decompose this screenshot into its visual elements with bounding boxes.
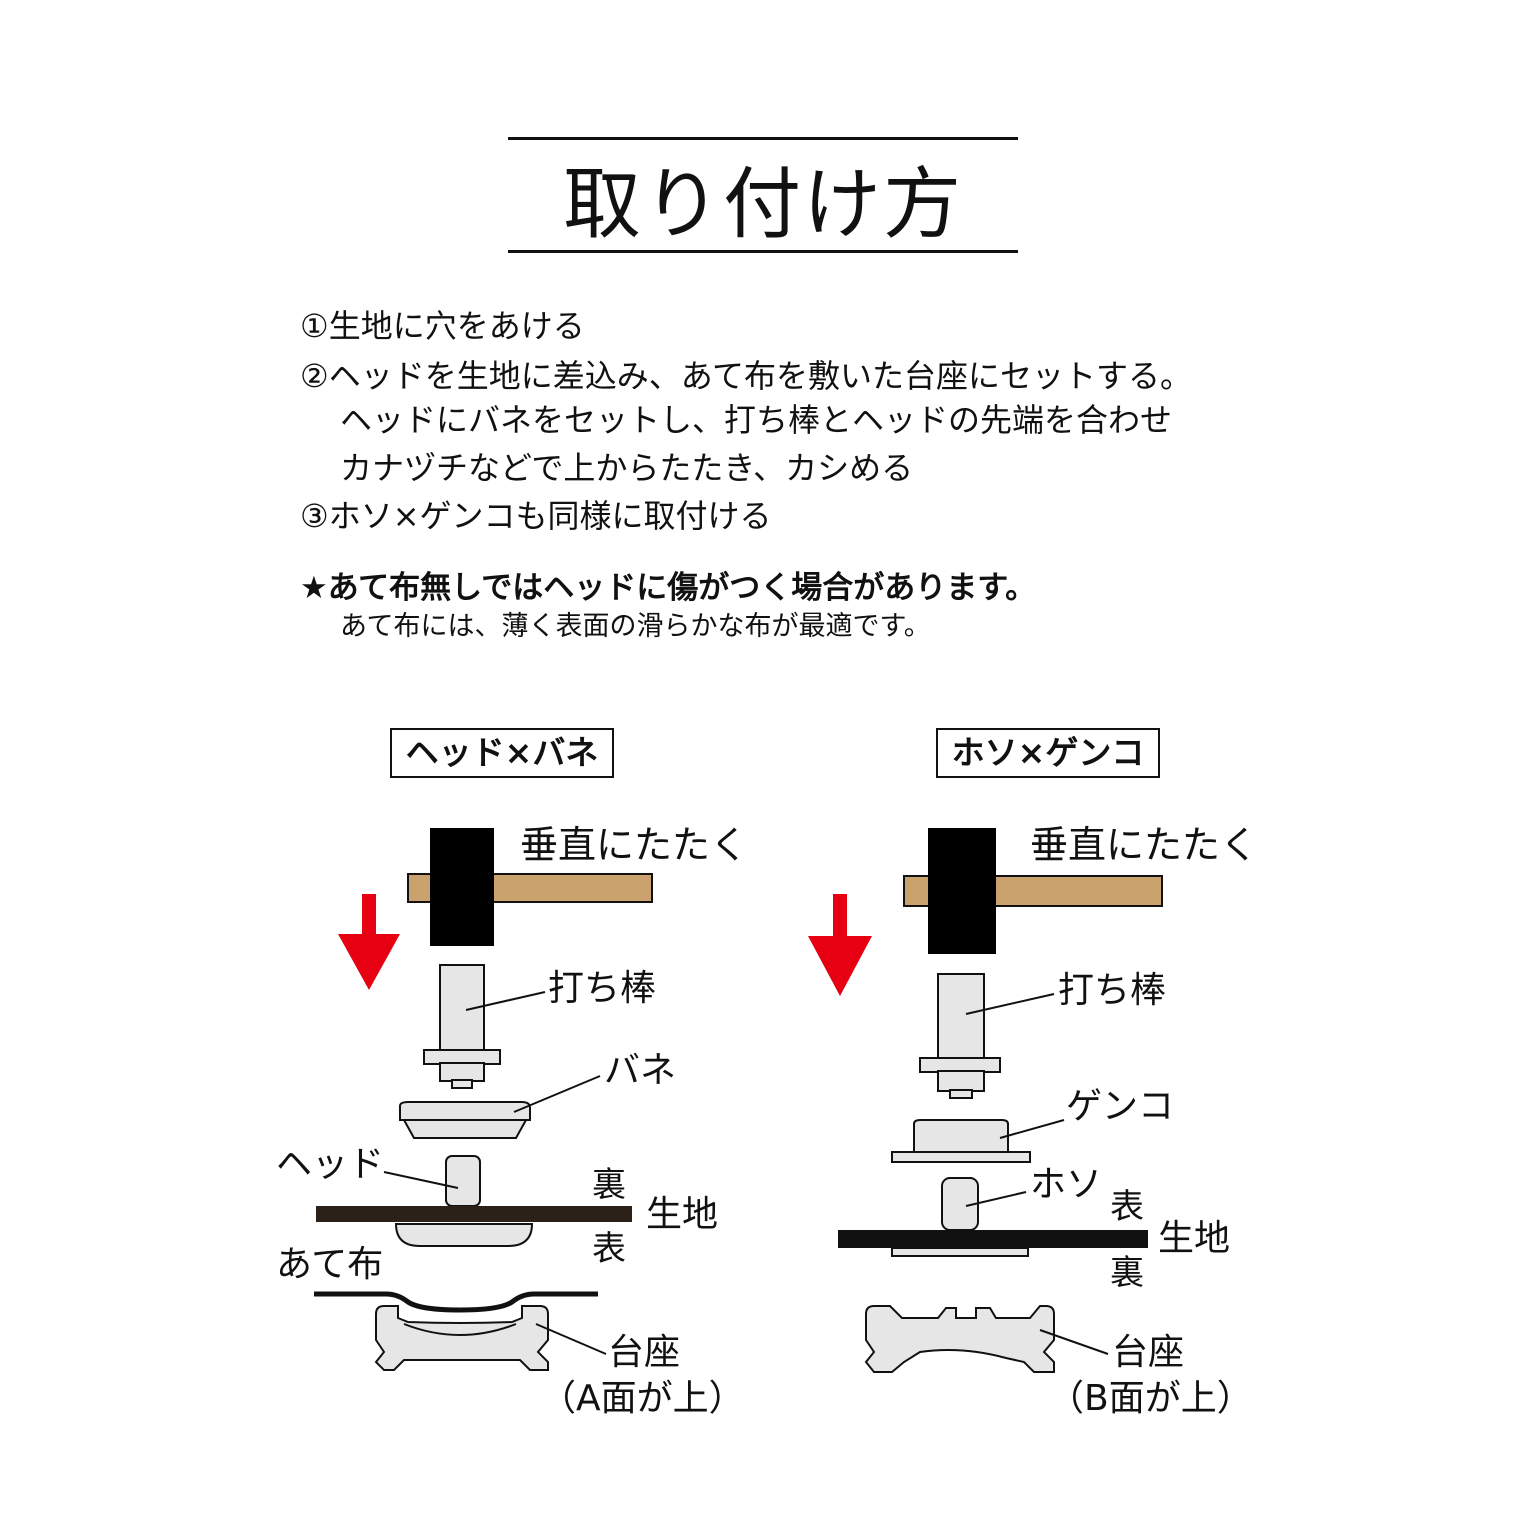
right-front-label: 表 <box>1110 1187 1144 1227</box>
right-base-label: 台座 <box>1112 1332 1184 1373</box>
page-title: 取り付け方 <box>562 160 963 250</box>
right-fabric-label: 生地 <box>1158 1218 1230 1259</box>
right-genko-part <box>891 1119 1031 1163</box>
left-front-label: 表 <box>592 1229 626 1269</box>
right-fabric <box>838 1230 1148 1248</box>
left-base-side-label: （A面が上） <box>540 1378 745 1419</box>
step-3: ③ホソ×ゲンコも同様に取付ける <box>300 497 772 535</box>
right-back-label: 裏 <box>1110 1253 1144 1293</box>
left-pad-label: あて布 <box>276 1244 383 1285</box>
left-back-label: 裏 <box>592 1165 626 1205</box>
right-diagram: 垂直にたたく 打ち棒 ゲンコ ホソ 表 生地 裏 <box>808 823 1258 1419</box>
right-down-arrow <box>808 894 872 996</box>
right-genko-label: ゲンコ <box>1066 1086 1174 1127</box>
left-head-cap <box>394 1223 534 1247</box>
left-fabric <box>316 1206 632 1222</box>
step-2-line-2: ヘッドにバネをセットし、打ち棒とヘッドの先端を合わせ <box>340 401 1173 439</box>
right-rod-label: 打ち棒 <box>1058 970 1166 1011</box>
step-2-line-3: カナヅチなどで上からたたき、カシめる <box>340 449 914 487</box>
title-rule-bottom <box>508 250 1018 253</box>
left-base-label: 台座 <box>608 1332 680 1373</box>
left-diagram-heading: ヘッド×バネ <box>390 728 614 778</box>
left-fabric-label: 生地 <box>646 1194 718 1235</box>
right-diagram-heading: ホソ×ゲンコ <box>936 728 1160 778</box>
left-hammer-label: 垂直にたたく <box>520 823 748 867</box>
left-down-arrow <box>338 894 400 990</box>
title-rule-top <box>508 137 1018 140</box>
left-head-leader <box>383 1171 459 1189</box>
left-spring-leader <box>513 1075 601 1113</box>
left-base <box>374 1305 549 1371</box>
right-rod-leader <box>965 993 1055 1015</box>
left-hammer-head <box>430 828 494 946</box>
step-2: ②ヘッドを生地に差込み、あて布を敷いた台座にセットする。 <box>300 357 1193 395</box>
left-punch-rod <box>423 964 501 1089</box>
warning-text: ★あて布無しではヘッドに傷がつく場合があります。 <box>300 570 1037 606</box>
right-hoso-leader <box>965 1191 1027 1207</box>
left-base-leader <box>535 1323 607 1355</box>
left-pad-cloth <box>314 1291 598 1313</box>
right-hoso-base <box>891 1247 1029 1257</box>
right-base <box>864 1305 1055 1373</box>
right-hoso-label: ホソ <box>1030 1164 1102 1205</box>
left-diagram: 垂直にたたく 打ち棒 バネ ヘッド 裏 生地 表 <box>276 823 748 1419</box>
right-hammer-label: 垂直にたたく <box>1030 823 1258 867</box>
left-spring-label: バネ <box>604 1050 676 1091</box>
left-rod-leader <box>465 991 546 1011</box>
left-base-dish <box>403 1323 517 1336</box>
left-spring-part <box>399 1101 531 1139</box>
left-head-post <box>445 1155 481 1207</box>
note-text: あて布には、薄く表面の滑らかな布が最適です。 <box>340 611 931 642</box>
left-rod-label: 打ち棒 <box>548 968 656 1009</box>
right-hammer-head <box>928 828 996 954</box>
step-1: ①生地に穴をあける <box>300 307 585 345</box>
right-punch-rod <box>919 973 1001 1099</box>
right-base-leader <box>1039 1329 1109 1355</box>
right-genko-leader <box>999 1119 1065 1139</box>
right-base-side-label: （B面が上） <box>1048 1378 1253 1419</box>
left-head-label: ヘッド <box>276 1144 384 1185</box>
